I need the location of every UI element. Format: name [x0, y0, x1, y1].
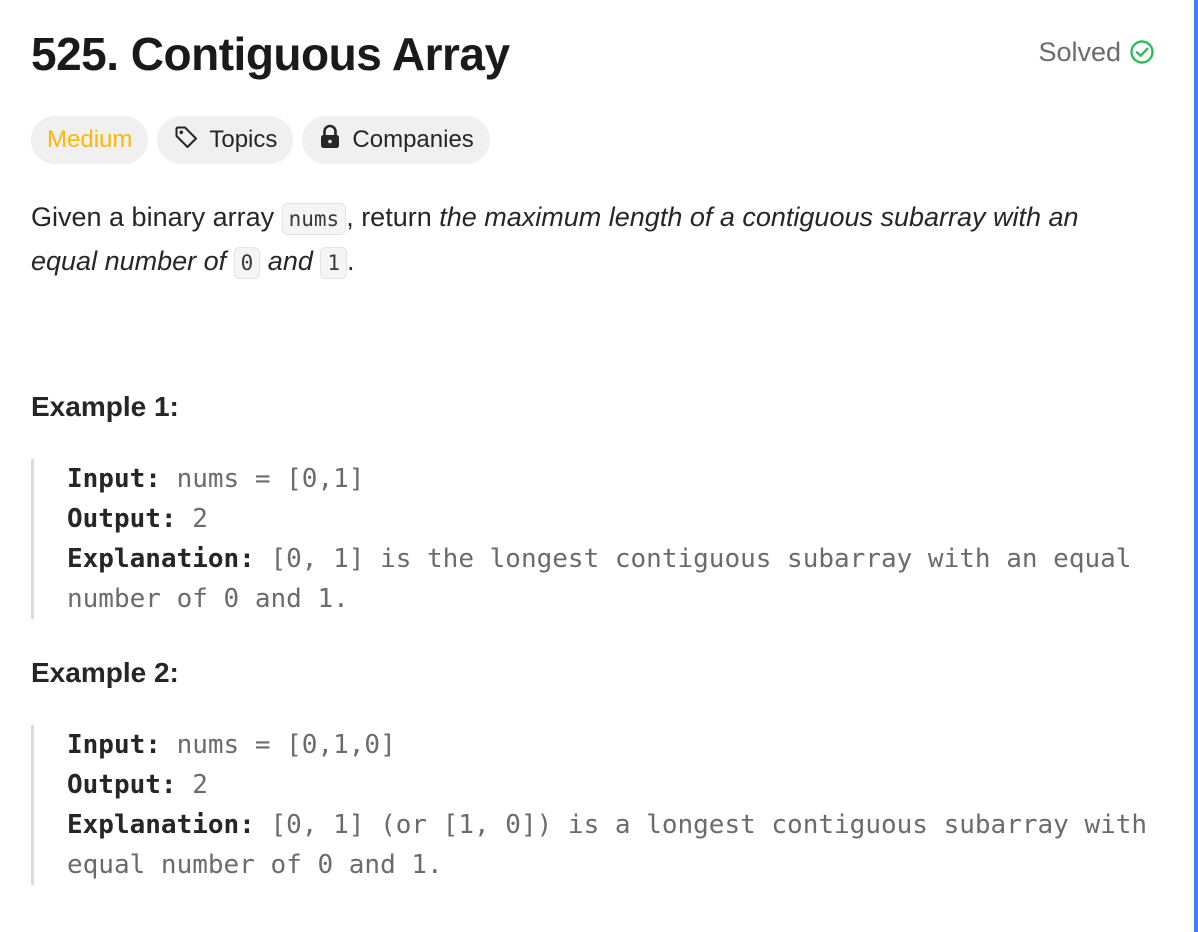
- example-output-line: Output: 2: [67, 765, 1151, 805]
- example-input-line: Input: nums = [0,1]: [67, 459, 1151, 499]
- output-label: Output:: [67, 504, 177, 534]
- example-output-line: Output: 2: [67, 499, 1151, 539]
- input-value: nums = [0,1]: [160, 464, 365, 494]
- companies-button[interactable]: Companies: [302, 116, 490, 164]
- problem-title[interactable]: 525. Contiguous Array: [31, 28, 510, 80]
- output-label: Output:: [67, 770, 177, 800]
- explanation-label: Explanation:: [67, 810, 255, 840]
- inline-code-one: 1: [320, 247, 348, 279]
- solved-status: Solved: [1038, 36, 1155, 68]
- lock-icon: [318, 124, 342, 157]
- statement-emphasis: the maximum length of a contiguous subar…: [31, 202, 1079, 276]
- companies-label: Companies: [352, 126, 474, 153]
- problem-statement: Given a binary array nums, return the ma…: [31, 196, 1141, 284]
- example-2-block: Input: nums = [0,1,0] Output: 2 Explanat…: [31, 725, 1151, 885]
- output-value: 2: [176, 770, 208, 800]
- explanation-value: [0, 1] is the longest contiguous subarra…: [67, 544, 1148, 614]
- explanation-value: [0, 1] (or [1, 0]) is a longest contiguo…: [67, 810, 1163, 880]
- solved-label: Solved: [1038, 37, 1121, 67]
- example-1-block: Input: nums = [0,1] Output: 2 Explanatio…: [31, 459, 1151, 619]
- right-edge-accent: [1194, 0, 1198, 932]
- example-explanation-line: Explanation: [0, 1] (or [1, 0]) is a lon…: [67, 805, 1151, 885]
- tag-row: Medium Topics Companies: [31, 116, 490, 164]
- output-value: 2: [176, 504, 208, 534]
- title-row: 525. Contiguous Array Solved: [31, 26, 1155, 82]
- statement-text: .: [347, 246, 355, 276]
- example-1-title: Example 1:: [31, 391, 179, 422]
- input-label: Input:: [67, 730, 161, 760]
- input-value: nums = [0,1,0]: [160, 730, 396, 760]
- statement-text: Given a binary array: [31, 202, 282, 232]
- inline-code-nums: nums: [281, 203, 347, 235]
- example-explanation-line: Explanation: [0, 1] is the longest conti…: [67, 539, 1151, 619]
- statement-text: , return: [346, 202, 440, 232]
- example-input-line: Input: nums = [0,1,0]: [67, 725, 1151, 765]
- example-2-title: Example 2:: [31, 657, 179, 688]
- explanation-label: Explanation:: [67, 544, 255, 574]
- inline-code-zero: 0: [233, 247, 261, 279]
- statement-emphasis: and: [260, 246, 321, 276]
- check-circle-icon: [1129, 39, 1155, 65]
- topics-label: Topics: [209, 126, 278, 153]
- input-label: Input:: [67, 464, 161, 494]
- topics-button[interactable]: Topics: [157, 116, 294, 164]
- difficulty-badge: Medium: [31, 116, 149, 164]
- tag-icon: [173, 124, 199, 157]
